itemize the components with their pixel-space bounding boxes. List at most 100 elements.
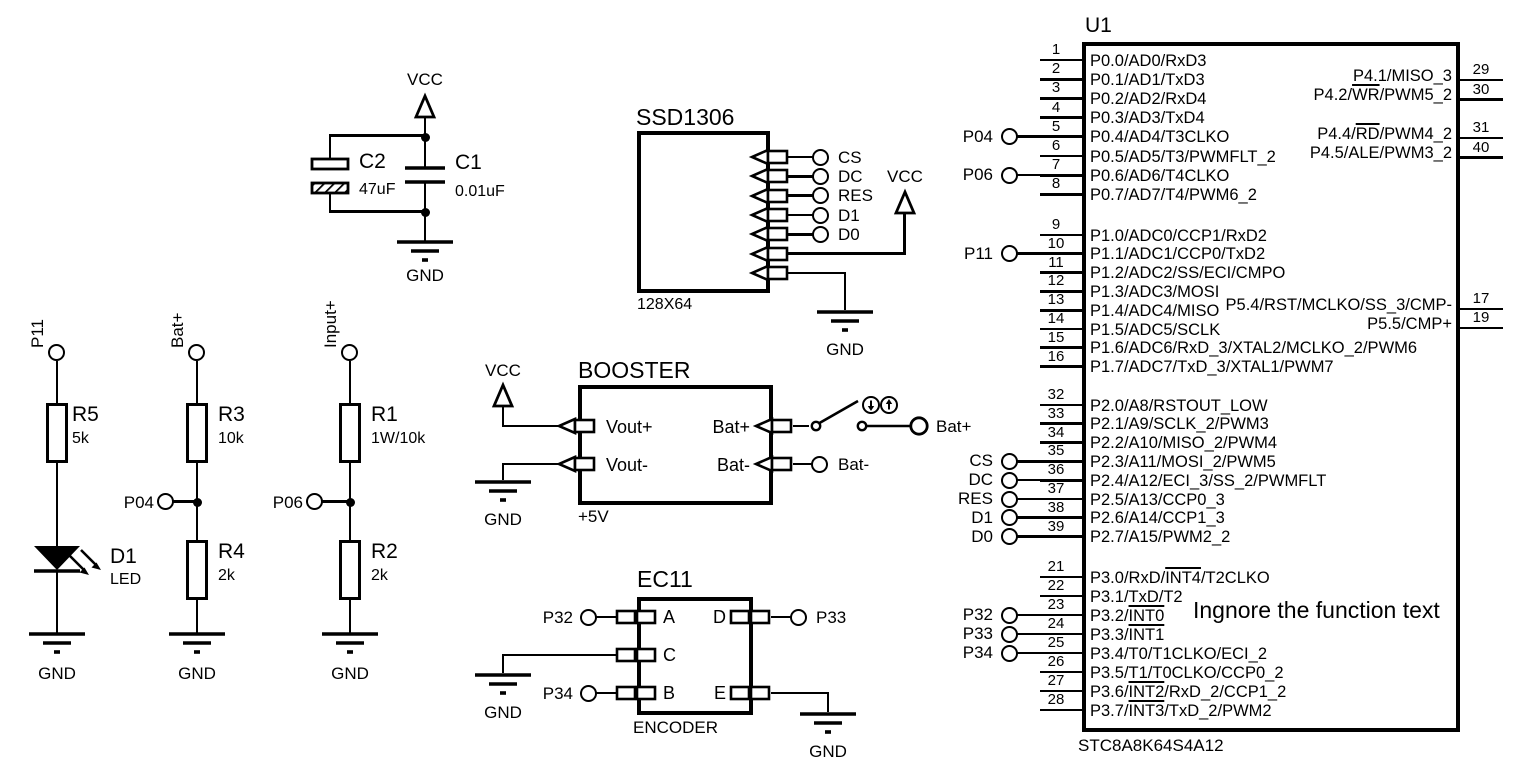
chip-pin-number: 40 bbox=[1472, 138, 1490, 156]
chip-pin-number: 23 bbox=[1047, 596, 1065, 613]
p04-terminal bbox=[157, 493, 174, 510]
bat-pos-net-label: Bat+ bbox=[936, 417, 972, 436]
encoder-pin-d-label: D bbox=[713, 607, 726, 627]
r4-value: 2k bbox=[218, 567, 235, 584]
chip-pin-label: P3.0/RxD/INT4/T2CLKO bbox=[1090, 568, 1270, 587]
chip-pin-stub bbox=[1040, 77, 1082, 81]
oled-pin-icon bbox=[748, 245, 789, 263]
r5-ref: R5 bbox=[72, 403, 99, 426]
chip-pin-label: P0.4/AD4/T3CLKO bbox=[1090, 128, 1230, 147]
power-switch-symbol bbox=[810, 396, 929, 436]
terminal-label: P32 bbox=[962, 605, 993, 624]
chip-pin-stub bbox=[1040, 58, 1082, 62]
vcc-net-label: VCC bbox=[485, 361, 521, 380]
vcc-net-label: VCC bbox=[887, 167, 923, 186]
wire bbox=[328, 210, 426, 213]
terminal-label: P33 bbox=[962, 624, 993, 643]
chip-pin-label: P3.7/INT3/TxD_2/PWM2 bbox=[1090, 701, 1272, 720]
p32-terminal bbox=[580, 608, 597, 626]
chip-pin-stub bbox=[1458, 307, 1503, 311]
terminal-circle bbox=[1000, 166, 1018, 184]
wire bbox=[788, 233, 813, 236]
chip-pin-label: P1.1/ADC1/CCP0/TxD2 bbox=[1090, 245, 1266, 264]
chip-pin-label: P3.2/INT0 bbox=[1090, 606, 1165, 625]
chip-pin-label: P1.4/ADC4/MISO bbox=[1090, 301, 1220, 320]
booster-body bbox=[578, 385, 773, 505]
chip-pin-label: P3.1/TxD/T2 bbox=[1090, 587, 1183, 606]
chip-pin-stub bbox=[1040, 193, 1082, 196]
chip-pin-stub bbox=[1040, 271, 1082, 274]
booster-output-label: +5V bbox=[578, 507, 609, 526]
booster-pin-icon bbox=[752, 455, 793, 473]
wire bbox=[788, 213, 813, 217]
d1-terminal bbox=[812, 206, 829, 224]
u1-note: Ingnore the function text bbox=[1193, 597, 1440, 623]
p33-terminal bbox=[790, 608, 807, 626]
chip-pin-number: 13 bbox=[1047, 291, 1065, 309]
wire bbox=[328, 135, 332, 160]
gnd-net-label: GND bbox=[809, 742, 847, 761]
oled-pin-icon bbox=[748, 187, 789, 205]
led-d1-symbol bbox=[34, 546, 101, 575]
wire bbox=[826, 692, 830, 712]
chip-pin-number: 3 bbox=[1051, 79, 1061, 97]
chip-pin-label: P4.4/RD/PWM4_2 bbox=[1317, 124, 1452, 143]
resistor-r4 bbox=[186, 540, 208, 600]
ground-symbol bbox=[475, 673, 531, 695]
c1-ref: C1 bbox=[455, 151, 482, 174]
terminal-circle bbox=[1000, 509, 1018, 527]
chip-pin-number: 38 bbox=[1047, 498, 1065, 516]
wire bbox=[503, 653, 616, 657]
terminal-circle bbox=[1000, 452, 1018, 470]
encoder-pin-c-label: C bbox=[663, 645, 676, 665]
wire bbox=[843, 272, 847, 310]
wire bbox=[501, 462, 559, 466]
wire bbox=[328, 134, 426, 137]
chip-pin-stub bbox=[1040, 460, 1082, 463]
vout-neg-pin-label: Vout- bbox=[606, 455, 649, 475]
chip-pin-stub bbox=[1040, 708, 1082, 712]
encoder-pin-icon bbox=[729, 609, 771, 625]
c2-value: 47uF bbox=[359, 181, 396, 198]
terminal-circle bbox=[1000, 644, 1018, 662]
chip-pin-stub bbox=[1040, 422, 1082, 426]
u1-part-number: STC8A8K64S4A12 bbox=[1078, 736, 1224, 755]
booster-pin-icon bbox=[752, 417, 793, 435]
vcc-arrow-icon bbox=[491, 381, 515, 408]
p32-net-label: P32 bbox=[542, 608, 573, 627]
chip-pin-number: 7 bbox=[1051, 156, 1061, 174]
terminal-label: P34 bbox=[962, 643, 993, 662]
gnd-net-label: GND bbox=[331, 664, 369, 683]
wire bbox=[195, 598, 199, 633]
input-pos-net-label: Input+ bbox=[321, 300, 340, 348]
chip-pin-stub bbox=[1458, 98, 1503, 101]
chip-pin-label: P0.7/AD7/T4/PWM6_2 bbox=[1090, 185, 1257, 204]
wire bbox=[596, 615, 616, 619]
ground-symbol bbox=[817, 310, 873, 332]
resistor-r2 bbox=[339, 540, 361, 600]
gnd-net-label: GND bbox=[178, 664, 216, 683]
resistor-r3 bbox=[186, 403, 208, 463]
chip-pin-stub bbox=[1040, 478, 1082, 482]
d1-net-label: D1 bbox=[838, 206, 860, 225]
encoder-pin-icon bbox=[729, 685, 771, 701]
terminal-label: D0 bbox=[971, 526, 993, 546]
chip-pin-number: 17 bbox=[1472, 290, 1490, 307]
oled-pin-icon bbox=[748, 206, 789, 224]
d0-terminal bbox=[812, 225, 829, 243]
rotate-up-icon bbox=[880, 396, 898, 414]
chip-pin-stub bbox=[1458, 78, 1503, 82]
chip-pin-stub bbox=[1458, 326, 1503, 330]
p06-net-label: P06 bbox=[272, 493, 303, 512]
chip-pin-number: 5 bbox=[1051, 117, 1061, 135]
chip-pin-stub bbox=[1458, 136, 1503, 140]
wire bbox=[501, 406, 505, 427]
booster-pin-icon bbox=[555, 417, 596, 435]
chip-pin-number: 29 bbox=[1472, 61, 1490, 78]
chip-pin-stub bbox=[1040, 594, 1082, 598]
u1-body bbox=[1082, 42, 1460, 732]
oled-pin-icon bbox=[748, 225, 789, 243]
chip-pin-number: 15 bbox=[1047, 328, 1065, 346]
chip-pin-number: 39 bbox=[1047, 517, 1065, 535]
r2-value: 2k bbox=[371, 567, 388, 584]
